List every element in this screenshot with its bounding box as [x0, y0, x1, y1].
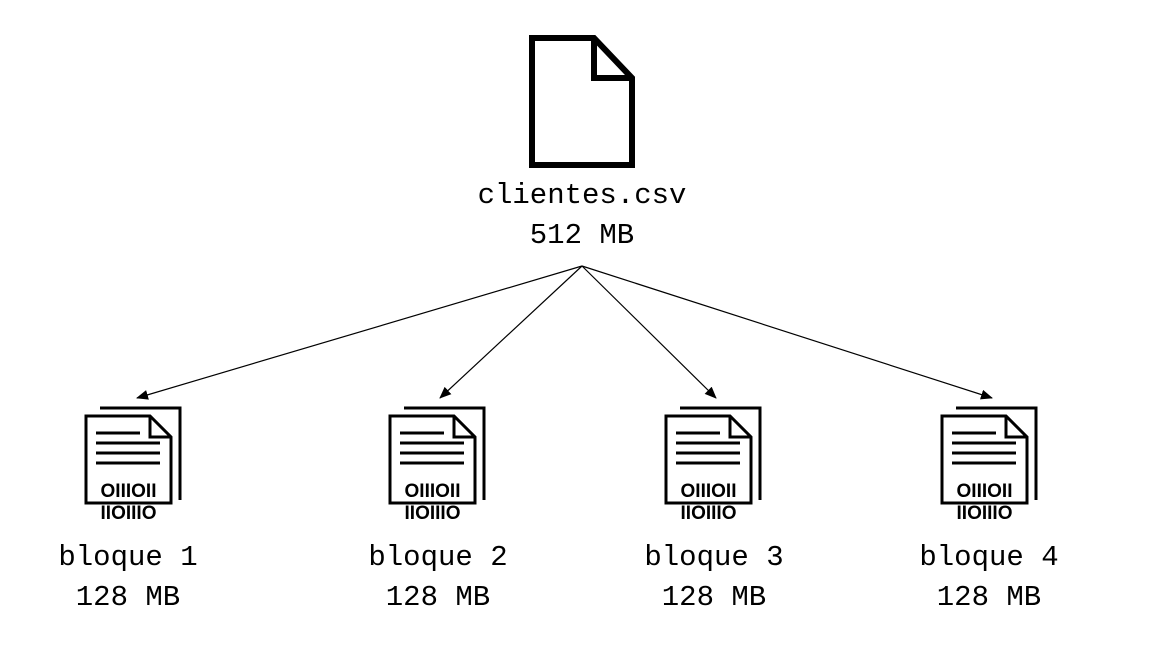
block-1-icon: OIIIOII IIOIIIO: [84, 406, 182, 524]
block-4-label: bloque 4 128 MB: [879, 538, 1099, 618]
block-3-icon: OIIIOII IIOIIIO: [664, 406, 762, 524]
arrow-to-block-2: [439, 265, 583, 399]
block-4-name: bloque 4: [919, 541, 1059, 574]
block-1-name: bloque 1: [58, 541, 198, 574]
block-3-name: bloque 3: [644, 541, 784, 574]
block-4-size: 128 MB: [936, 581, 1042, 614]
block-2-icon: OIIIOII IIOIIIO: [388, 406, 486, 524]
source-file-name: clientes.csv: [477, 179, 687, 212]
source-file-label: clientes.csv 512 MB: [432, 176, 732, 256]
svg-text:OIIIOII: OIIIOII: [405, 481, 461, 502]
source-file-size: 512 MB: [529, 219, 635, 252]
svg-text:OIIIOII: OIIIOII: [101, 481, 157, 502]
svg-text:OIIIOII: OIIIOII: [957, 481, 1013, 502]
block-3-size: 128 MB: [661, 581, 767, 614]
svg-text:OIIIOII: OIIIOII: [681, 481, 737, 502]
arrow-to-block-3: [581, 265, 717, 399]
block-2-size: 128 MB: [385, 581, 491, 614]
split-arrows: [136, 265, 993, 400]
arrow-to-block-4: [581, 265, 993, 400]
document-icon: [529, 35, 635, 168]
block-4-icon: OIIIOII IIOIIIO: [940, 406, 1038, 524]
svg-text:IIOIIIO: IIOIIIO: [405, 503, 461, 524]
block-1-size: 128 MB: [75, 581, 181, 614]
arrow-to-block-1: [136, 265, 583, 400]
block-1-label: bloque 1 128 MB: [18, 538, 238, 618]
block-3-label: bloque 3 128 MB: [604, 538, 824, 618]
svg-text:IIOIIIO: IIOIIIO: [681, 503, 737, 524]
block-2-name: bloque 2: [368, 541, 508, 574]
block-2-label: bloque 2 128 MB: [328, 538, 548, 618]
svg-text:IIOIIIO: IIOIIIO: [957, 503, 1013, 524]
svg-text:IIOIIIO: IIOIIIO: [101, 503, 157, 524]
